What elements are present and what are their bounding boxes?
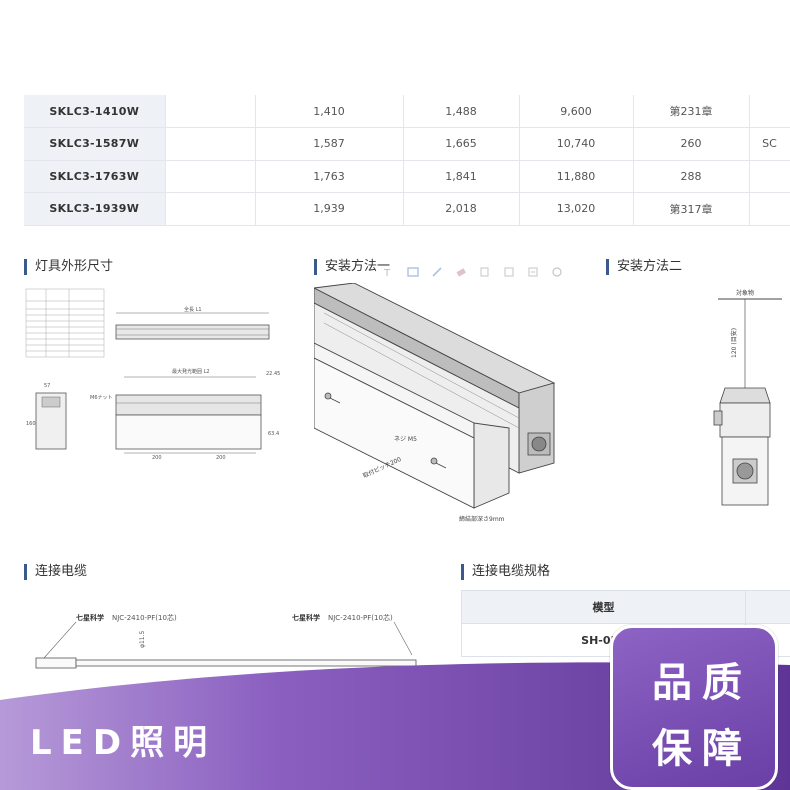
spec-cell-gap	[165, 192, 256, 226]
svg-text:200: 200	[216, 455, 226, 461]
spec-cell-c2: 2,018	[403, 192, 520, 226]
fixture-side-profile: 57 160	[26, 383, 67, 450]
spec-cell-c1: 1,587	[255, 127, 404, 161]
spec-cell-c5	[749, 192, 790, 226]
spec-cell-model: SKLC3-1587W	[24, 127, 166, 161]
promo-banner	[0, 655, 790, 790]
svg-text:M6ナット: M6ナット	[90, 395, 113, 401]
eraser-icon[interactable]	[453, 264, 469, 280]
install-method-1-drawing: ネジ M5 取付ピッチ200 締結部深さ9mm	[314, 283, 604, 528]
spec-cell-gap	[165, 95, 256, 128]
fixture-top-view: 全長 L1	[115, 306, 270, 340]
spec-cell-model: SKLC3-1410W	[24, 95, 166, 128]
svg-text:200: 200	[152, 455, 162, 461]
section-title-install-2: 安装方法二	[606, 259, 682, 275]
crop-icon[interactable]	[501, 264, 517, 280]
fixture-dims-drawing: 全長 L1 57 160 最大発光範囲 L2 22.45 M6ナット 200 2…	[24, 285, 294, 475]
pen-icon[interactable]	[429, 264, 445, 280]
svg-text:NJC-2410-PF(10芯): NJC-2410-PF(10芯)	[112, 613, 177, 622]
spec-cell-c4: 第317章	[633, 192, 750, 226]
mounting-screws	[324, 392, 447, 469]
spec-cell-model: SKLC3-1939W	[24, 192, 166, 226]
spec-cell-c4: 288	[633, 160, 750, 193]
copy-icon[interactable]	[477, 264, 493, 280]
svg-text:63.4: 63.4	[268, 431, 279, 437]
spec-cell-c3: 9,600	[519, 95, 634, 128]
expand-icon[interactable]	[525, 264, 541, 280]
svg-text:七星科学: 七星科学	[76, 613, 104, 622]
text-icon[interactable]: T	[381, 264, 397, 280]
connect-cable-drawing: 七星科学 NJC-2410-PF(10芯) 七星科学 NJC-2410-PF(1…	[24, 600, 444, 670]
spec-cell-c3: 10,740	[519, 127, 634, 161]
cable-body	[35, 657, 417, 669]
svg-text:57: 57	[44, 383, 50, 389]
svg-text:T: T	[383, 268, 391, 278]
mounting-plate	[314, 342, 510, 509]
svg-text:ネジ M5: ネジ M5	[394, 436, 417, 443]
section-title-cable-spec: 连接电缆规格	[461, 564, 550, 580]
cable-table-header-blank	[745, 590, 790, 624]
spec-cell-c3: 11,880	[519, 160, 634, 193]
svg-text:締結部深さ9mm: 締結部深さ9mm	[459, 515, 505, 523]
install-method-2-drawing: 対象物 120 (目安)	[700, 283, 790, 518]
spec-cell-model: SKLC3-1763W	[24, 160, 166, 193]
spec-cell-c5	[749, 95, 790, 128]
section-title-connect-cable: 连接电缆	[24, 564, 87, 580]
section-title-fixture-dims: 灯具外形尺寸	[24, 259, 113, 275]
svg-text:φ11.5: φ11.5	[139, 631, 146, 649]
svg-text:最大発光範囲 L2: 最大発光範囲 L2	[172, 368, 210, 375]
badge-line-2: 保障	[652, 726, 752, 772]
section-title-install-1: 安装方法一	[314, 259, 390, 275]
settings-icon[interactable]	[549, 264, 565, 280]
spec-cell-gap	[165, 127, 256, 161]
spec-cell-c2: 1,488	[403, 95, 520, 128]
spec-cell-c1: 1,939	[255, 192, 404, 226]
dims-mini-table	[25, 288, 105, 358]
cable-table-header-model: 模型	[461, 590, 746, 624]
image-edit-toolbar: T	[375, 262, 583, 282]
spec-cell-c2: 1,665	[403, 127, 520, 161]
svg-text:対象物: 対象物	[736, 289, 754, 297]
spec-cell-c4: 第231章	[633, 95, 750, 128]
svg-text:120 (目安): 120 (目安)	[730, 328, 738, 358]
badge-line-1: 品质	[652, 660, 752, 706]
fixture-front-view: 最大発光範囲 L2 22.45 M6ナット 200 200 63.4	[90, 368, 280, 461]
spec-cell-gap	[165, 160, 256, 193]
spec-cell-c1: 1,410	[255, 95, 404, 128]
spec-cell-c5: SC	[749, 127, 790, 161]
spec-cell-c4: 260	[633, 127, 750, 161]
fixture-end-view	[713, 387, 771, 506]
svg-text:全長 L1: 全長 L1	[184, 306, 202, 313]
image-icon[interactable]	[405, 264, 421, 280]
banner-title: LED照明	[30, 723, 217, 763]
fixture-connector	[527, 432, 551, 456]
quality-badge: 品质 保障	[610, 625, 778, 790]
svg-text:22.45: 22.45	[266, 371, 280, 377]
spec-cell-c2: 1,841	[403, 160, 520, 193]
svg-text:160: 160	[26, 421, 36, 427]
spec-cell-c1: 1,763	[255, 160, 404, 193]
spec-cell-c3: 13,020	[519, 192, 634, 226]
spec-cell-c5	[749, 160, 790, 193]
svg-text:NJC-2410-PF(10芯): NJC-2410-PF(10芯)	[328, 613, 393, 622]
svg-text:七星科学: 七星科学	[292, 613, 320, 622]
